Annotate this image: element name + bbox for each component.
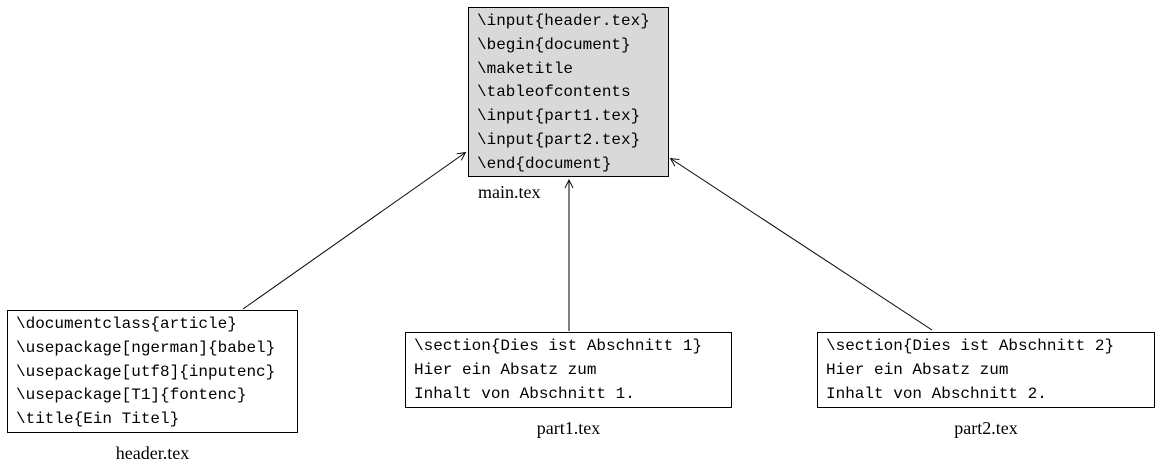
code-line: \section{Dies ist Abschnitt 1}: [414, 337, 703, 355]
code-line: \begin{document}: [477, 35, 631, 54]
edge-header-to-main: [242, 151, 467, 310]
code-line: \documentclass{article}: [16, 315, 237, 333]
header-tex-label: header.tex: [115, 443, 190, 463]
code-line: \title{Ein Titel}: [16, 410, 180, 429]
code-line: \usepackage[utf8]{inputenc}: [16, 362, 276, 381]
code-line: \section{Dies ist Abschnitt 2}: [826, 337, 1115, 355]
code-line: \tableofcontents: [477, 83, 631, 102]
part1-tex-box: \section{Dies ist Abschnitt 1} Hier ein …: [405, 332, 732, 408]
code-line: \usepackage[T1]{fontenc}: [16, 386, 247, 405]
code-line: \usepackage[ngerman]{babel}: [16, 338, 276, 357]
code-line: \input{part2.tex}: [477, 130, 641, 149]
main-tex-box: \input{header.tex} \begin{document} \mak…: [468, 7, 669, 177]
part1-tex-label: part1.tex: [536, 418, 601, 438]
code-line: Hier ein Absatz zum: [826, 360, 1009, 379]
main-tex-label: main.tex: [478, 182, 541, 202]
code-line: Inhalt von Abschnitt 1.: [414, 384, 635, 403]
header-tex-box: \documentclass{article} \usepackage[nger…: [7, 310, 298, 433]
code-line: \end{document}: [477, 154, 612, 173]
part2-tex-box: \section{Dies ist Abschnitt 2} Hier ein …: [817, 332, 1155, 408]
code-line: \input{part1.tex}: [477, 107, 641, 126]
code-line: \input{header.tex}: [477, 12, 650, 30]
code-line: Hier ein Absatz zum: [414, 360, 597, 379]
edge-part2-to-main: [669, 157, 933, 331]
code-line: Inhalt von Abschnitt 2.: [826, 384, 1047, 403]
code-line: \maketitle: [477, 59, 574, 78]
part2-tex-label: part2.tex: [954, 418, 1018, 438]
